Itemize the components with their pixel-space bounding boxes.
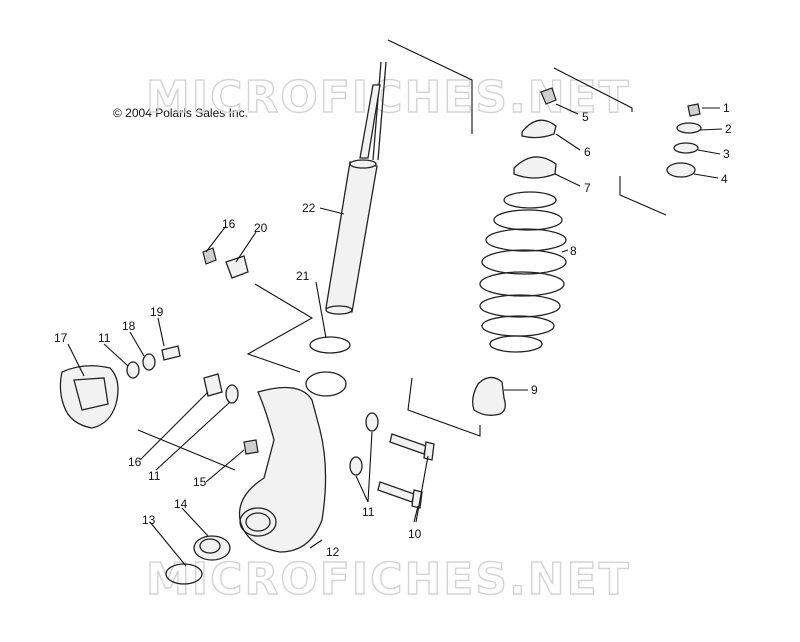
- callout-18: 18: [122, 319, 136, 333]
- nut-16b: [203, 373, 223, 397]
- copyright-notice: © 2004 Polaris Sales Inc.: [113, 106, 248, 120]
- callout-16-lower: 16: [128, 455, 142, 469]
- callout-labels: 1 2 3 4 5 6 7 8 9 10 11 12 13 14 15 16 1…: [54, 101, 732, 559]
- callout-2: 2: [725, 122, 732, 136]
- callout-1: 1: [723, 101, 730, 115]
- nut-16a: [202, 247, 217, 265]
- callout-10: 10: [408, 527, 422, 541]
- bolts: [377, 433, 435, 509]
- coil-spring: [479, 191, 567, 353]
- bolt-19: [161, 345, 181, 361]
- steering-knuckle: [238, 371, 347, 553]
- snap-ring: [309, 336, 351, 354]
- callout-14: 14: [174, 497, 188, 511]
- callout-22: 22: [302, 201, 316, 215]
- brake-line-bracket: [243, 439, 259, 455]
- assembly-guide-lines: [137, 39, 667, 471]
- callout-9: 9: [531, 383, 538, 397]
- callout-4: 4: [721, 172, 728, 186]
- bump-stop: [472, 376, 506, 416]
- brake-caliper: [59, 365, 119, 429]
- callout-11-knuckle: 11: [148, 469, 161, 483]
- callout-7: 7: [584, 181, 591, 195]
- callout-13: 13: [142, 513, 156, 527]
- callout-8: 8: [570, 244, 577, 258]
- washer-18: [142, 353, 156, 371]
- callout-3: 3: [723, 147, 730, 161]
- clip: [225, 255, 249, 279]
- callout-11-bolts: 11: [362, 505, 375, 519]
- callout-16: 16: [222, 217, 236, 231]
- upper-mount-parts: [513, 87, 557, 179]
- washer-11c: [126, 361, 140, 379]
- washer-11d: [225, 384, 239, 404]
- shock-strut: [325, 61, 387, 315]
- callout-17: 17: [54, 331, 68, 345]
- callout-11-caliper: 11: [98, 331, 111, 345]
- callout-5: 5: [582, 110, 589, 124]
- callout-19: 19: [150, 305, 164, 319]
- washer-11b: [349, 456, 363, 476]
- watermark-bottom: MICROFICHES.NET: [146, 554, 631, 605]
- wheel-bearing: [193, 535, 231, 561]
- callout-20: 20: [254, 221, 268, 235]
- callout-15: 15: [193, 475, 207, 489]
- callout-6: 6: [584, 145, 591, 159]
- washer-stack: [666, 103, 702, 178]
- washer-11a: [365, 412, 379, 432]
- watermark-top: MICROFICHES.NET: [146, 72, 631, 123]
- leader-lines: [67, 103, 723, 567]
- callout-12: 12: [326, 545, 340, 559]
- callout-21: 21: [296, 269, 310, 283]
